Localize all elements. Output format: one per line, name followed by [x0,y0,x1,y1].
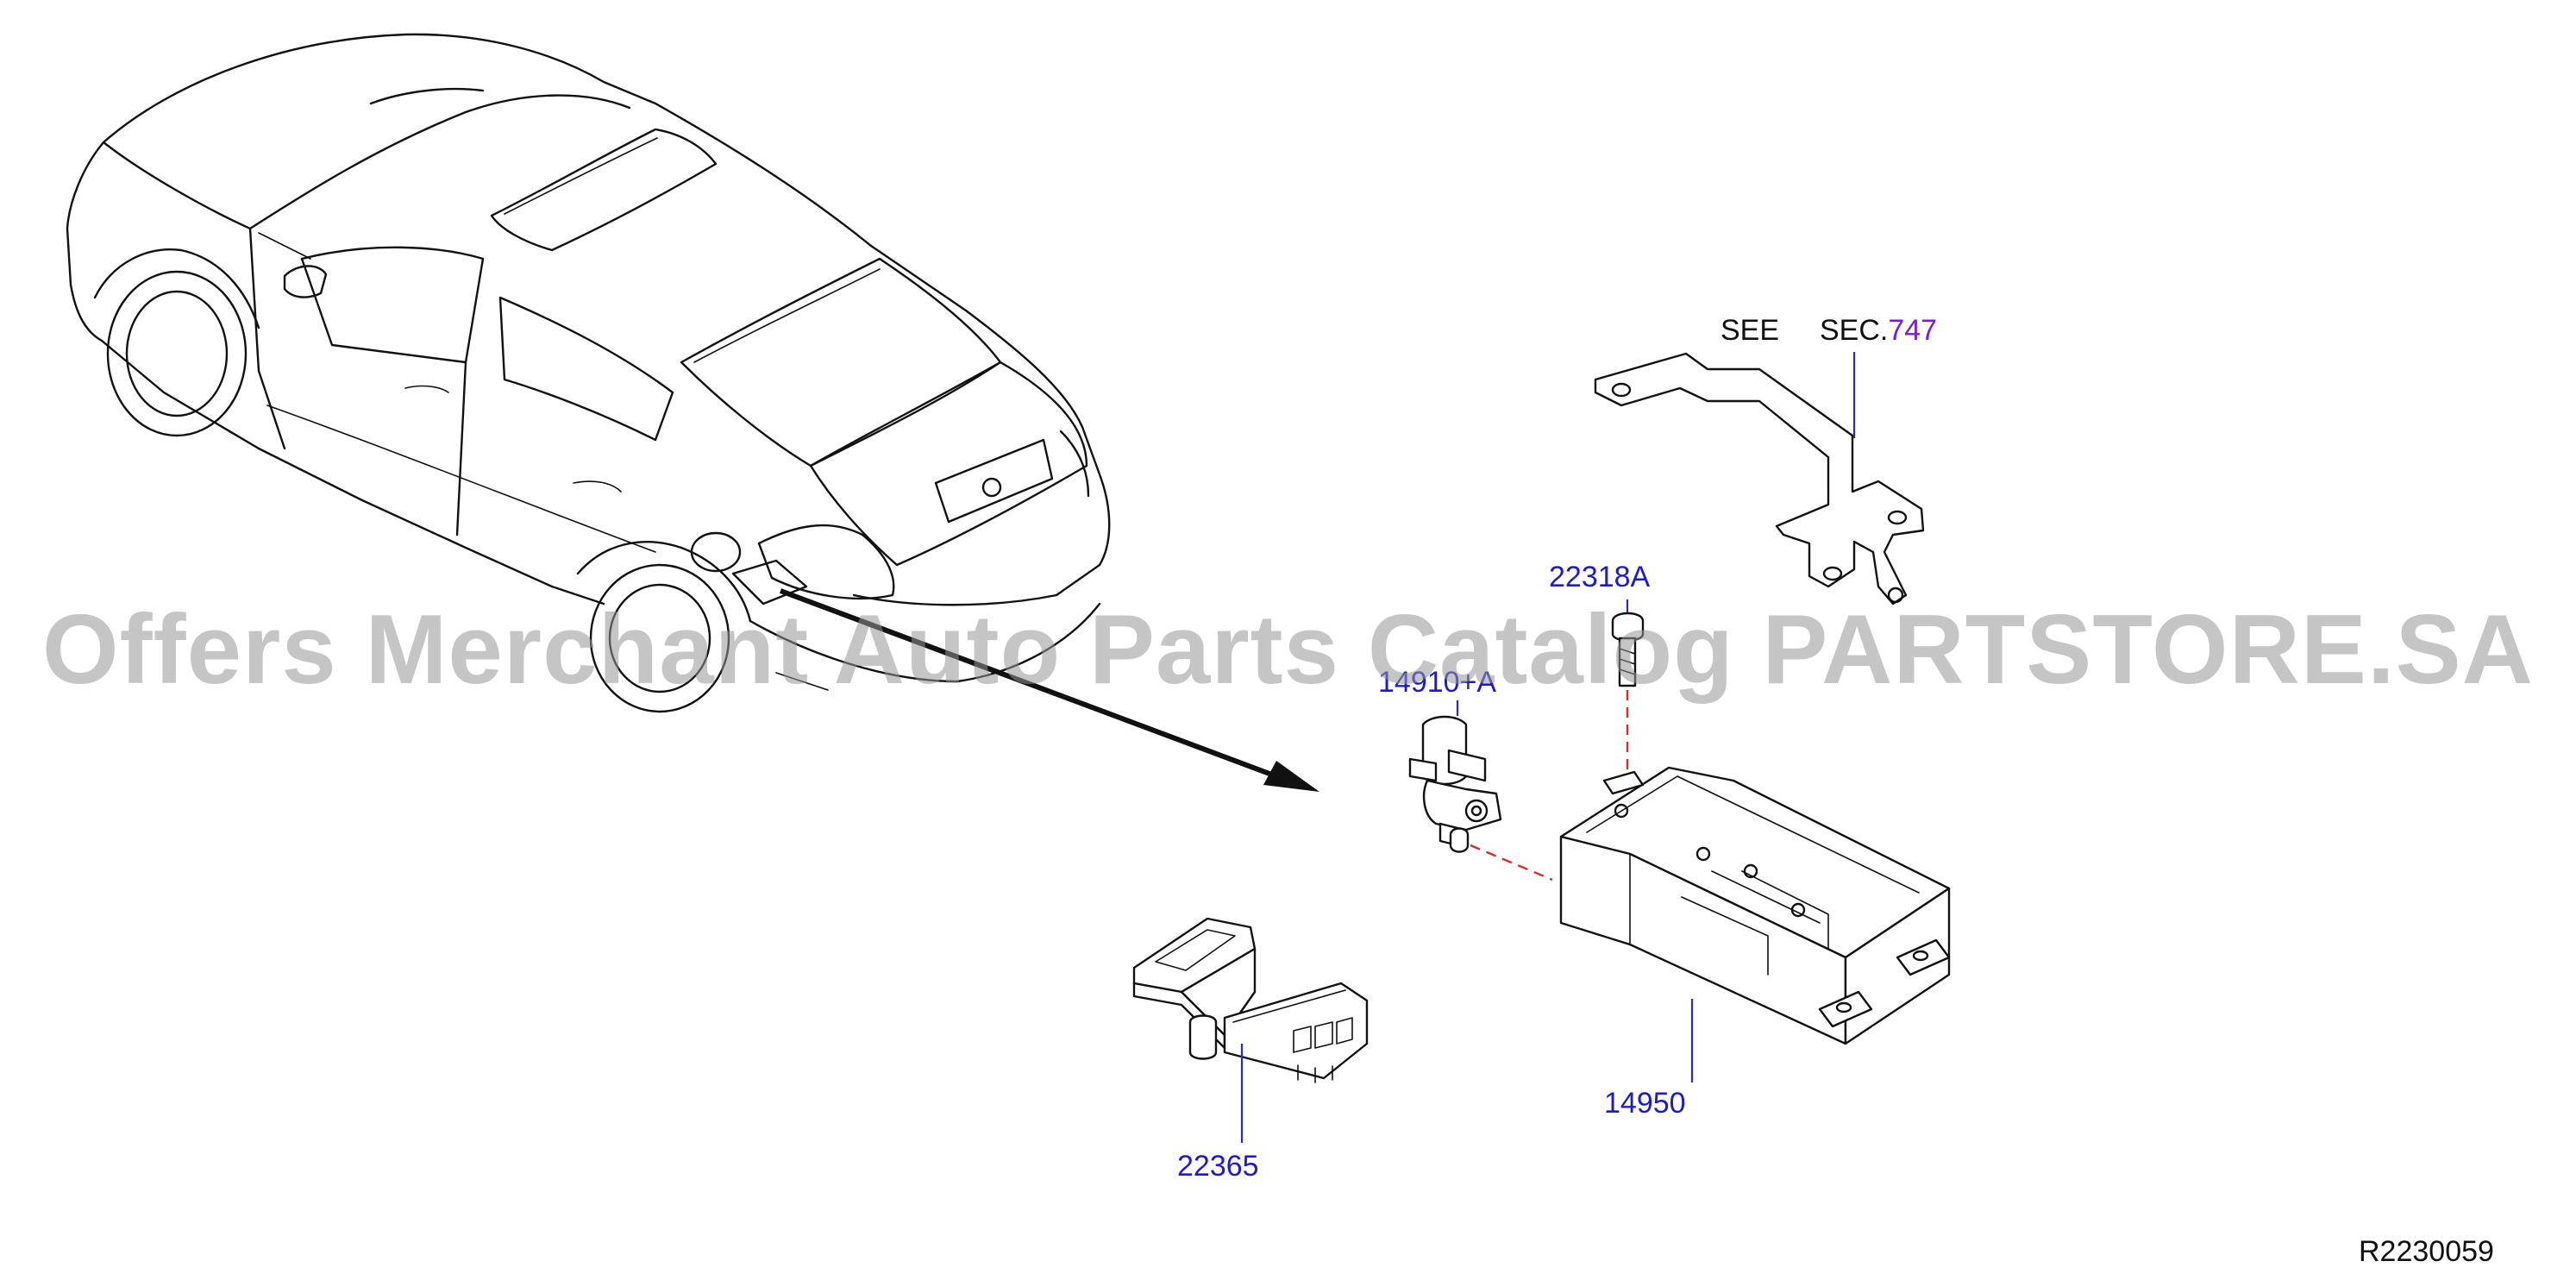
diagram-id: R2230059 [2359,1235,2494,1268]
sec-reference-link[interactable]: SEC.747 [1820,314,1937,347]
bracket-part [1594,352,1925,605]
part-label-22318A[interactable]: 22318A [1549,561,1651,593]
sensor-part [1132,917,1369,1083]
sec-number[interactable]: 747 [1888,314,1938,347]
guide-valve-to-canister [1470,844,1553,882]
part-label-14950[interactable]: 14950 [1604,1087,1686,1120]
canister-part [1559,766,1951,1045]
sec-prefix: SEC. [1820,314,1889,347]
location-arrow [779,588,1319,792]
car-illustration [66,33,1111,713]
see-label: SEE [1720,314,1780,347]
part-label-22365[interactable]: 22365 [1177,1150,1259,1183]
bolt-part [1611,612,1645,687]
part-label-14910A[interactable]: 14910+A [1378,666,1497,699]
valve-part [1408,715,1502,853]
